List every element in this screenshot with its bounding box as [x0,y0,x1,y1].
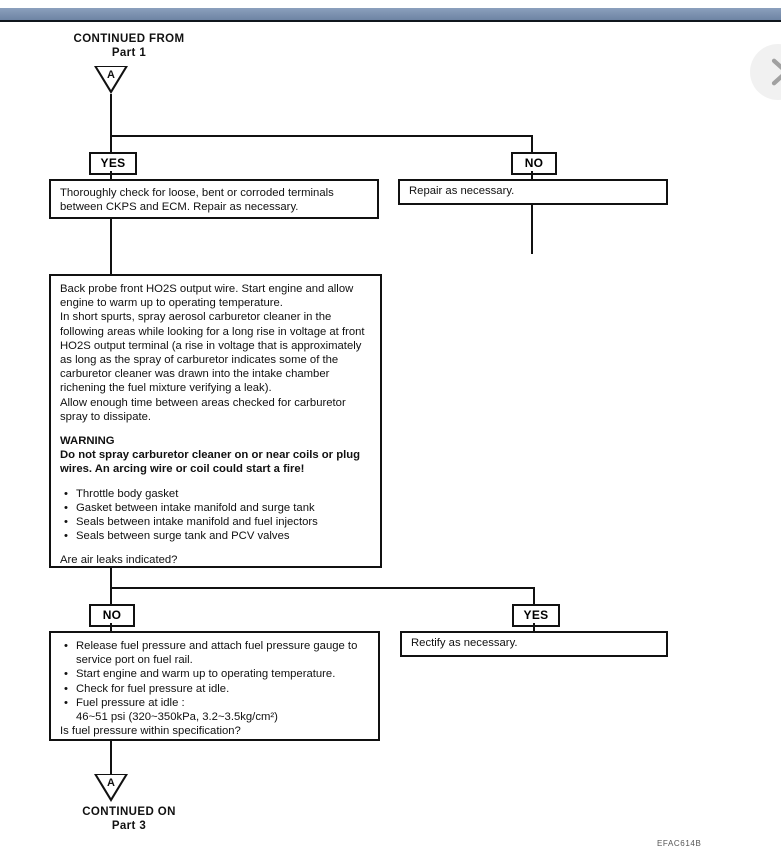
branch2-yes-drop [533,587,535,607]
list-item: Throttle body gasket [64,487,371,501]
branch1-yes-connector [110,171,112,180]
continued-from-line1: CONTINUED FROM [73,33,185,45]
branch1-yes-box-text: Thoroughly check for loose, bent or corr… [60,187,334,214]
branch1-no-connector [531,171,533,180]
continued-from-heading: CONTINUED FROM Part 1 [39,32,219,60]
branch1-yes-drop [110,135,112,155]
list-item: Check for fuel pressure at idle. [64,682,369,696]
connector-a-top-letter: A [107,69,115,81]
list-item: Seals between intake manifold and fuel i… [64,515,371,529]
branch1-no-box: Repair as necessary. [398,179,668,205]
list-item: Release fuel pressure and attach fuel pr… [64,639,369,667]
connector-a-bottom-letter: A [107,777,115,789]
warning-title: WARNING [60,435,115,448]
continued-on-heading: CONTINUED ON Part 3 [39,805,219,833]
main-box-exit-line [110,568,112,588]
branch2-no-drop [110,587,112,607]
fuel-pressure-steps: Release fuel pressure and attach fuel pr… [60,639,369,710]
branch1-yes-box: Thoroughly check for loose, bent or corr… [49,179,379,219]
air-leak-test-box: Back probe front HO2S output wire. Start… [49,274,382,568]
no-box-exit-line [531,205,533,254]
warning-text: Do not spray carburetor cleaner on or ne… [60,449,361,476]
fuel-pressure-box: Release fuel pressure and attach fuel pr… [49,631,380,741]
main-box-question: Are air leaks indicated? [60,554,178,567]
branch2-no-connector [110,623,112,632]
branch2-split-line [110,587,535,589]
continued-from-line2: Part 1 [111,47,147,59]
branch1-no-box-text: Repair as necessary. [409,185,515,197]
figure-code-label: EFAC614B [657,839,702,848]
branch2-yes-box-text: Rectify as necessary. [411,637,518,649]
branch2-yes-label: YES [512,604,560,627]
branch1-no-drop [531,135,533,155]
main-box-para-3: Allow enough time between areas checked … [60,396,346,423]
flowchart-diagram: CONTINUED FROM Part 1 A YES NO Thoroughl… [0,20,781,865]
list-item: Gasket between intake manifold and surge… [64,501,371,515]
branch2-yes-box: Rectify as necessary. [400,631,668,657]
branch1-yes-label: YES [89,152,137,175]
branch1-split-line [110,135,533,137]
connector-stem-top [110,94,112,136]
branch2-yes-connector [533,623,535,632]
list-item: Start engine and warm up to operating te… [64,667,369,681]
fuel-pressure-box-exit-line [110,741,112,776]
list-item: Fuel pressure at idle : [64,696,369,710]
yes-box-exit-line [110,219,112,274]
continued-on-line1: CONTINUED ON [82,806,176,818]
main-box-para-2: In short spurts, spray aerosol carbureto… [60,311,365,395]
list-item: Seals between surge tank and PCV valves [64,529,371,543]
air-leak-check-list: Throttle body gasket Gasket between inta… [60,487,371,544]
continued-on-line2: Part 3 [111,820,147,832]
viewer-top-bar [0,8,781,22]
fuel-pressure-spec: 46~51 psi (320~350kPa, 3.2~3.5kg/cm²) [76,711,278,724]
main-box-para-1: Back probe front HO2S output wire. Start… [60,283,354,310]
fuel-pressure-question: Is fuel pressure within specification? [60,725,241,738]
branch2-no-label: NO [89,604,135,627]
branch1-no-label: NO [511,152,557,175]
chevron-right-icon [771,58,781,86]
